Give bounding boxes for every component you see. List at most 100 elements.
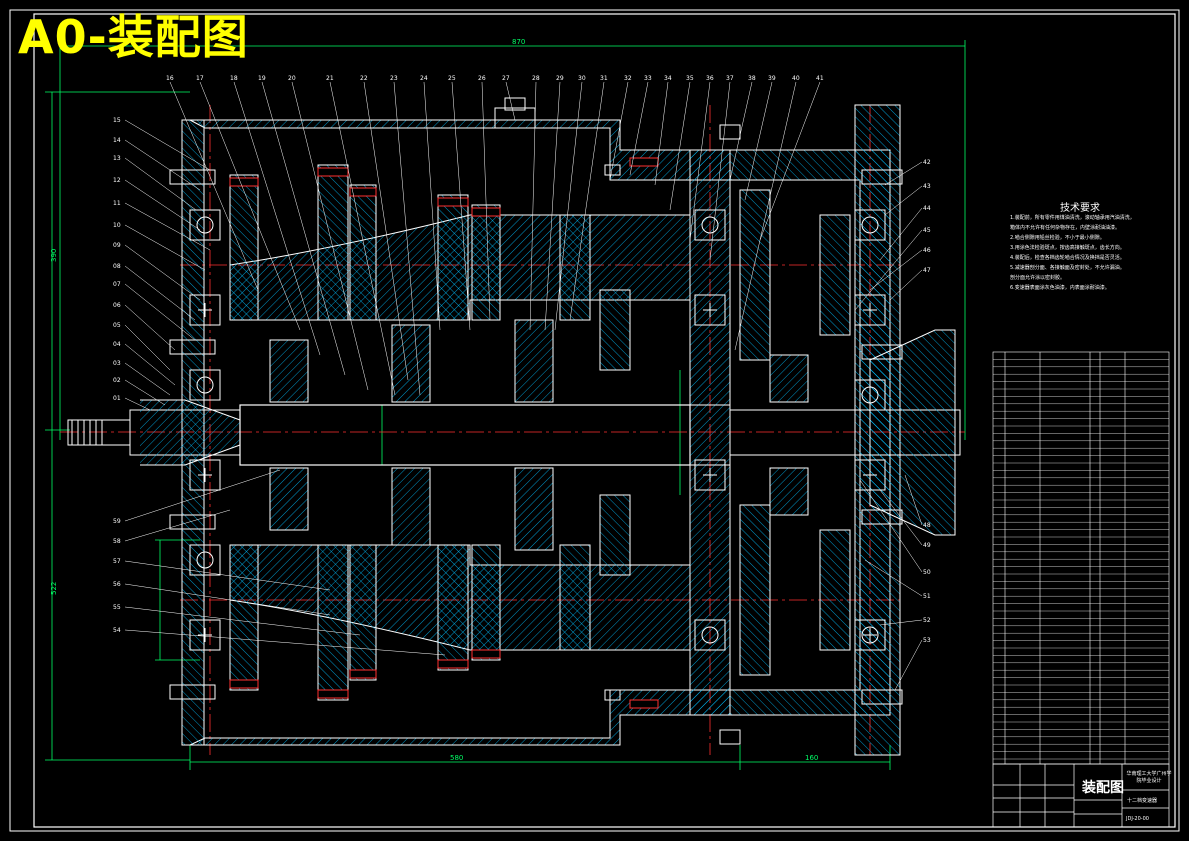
part-balloon: 45	[923, 227, 931, 234]
drawing-frame	[33, 13, 1176, 828]
requirement-item: 6.变速器表面涂灰色油漆，内表面涂耐油漆。	[1010, 285, 1110, 291]
part-balloon: 30	[578, 75, 586, 82]
dimension-lines	[45, 40, 966, 770]
part-balloon: 10	[113, 222, 121, 229]
part-balloon: 22	[360, 75, 368, 82]
part-balloon: 21	[326, 75, 334, 82]
part-balloon: 04	[113, 341, 121, 348]
top-leaders	[169, 81, 821, 396]
part-balloon: 52	[923, 617, 931, 624]
title-block	[992, 763, 1170, 828]
part-balloon: 51	[923, 593, 931, 600]
part-balloon: 46	[923, 247, 931, 254]
part-balloon: 33	[644, 75, 652, 82]
part-balloon: 09	[113, 242, 121, 249]
part-balloon: 19	[258, 75, 266, 82]
part-balloon: 06	[113, 302, 121, 309]
part-balloon: 36	[706, 75, 714, 82]
part-balloon: 31	[600, 75, 608, 82]
part-balloon: 32	[624, 75, 632, 82]
title-block-drawing-name: 装配图	[1082, 780, 1124, 796]
part-balloon: 13	[113, 155, 121, 162]
requirement-item: 箱体内不允许有任何杂物存在，内壁涂耐油油漆。	[1010, 225, 1121, 231]
part-balloon: 37	[726, 75, 734, 82]
part-balloon: 05	[113, 322, 121, 329]
part-balloon: 17	[196, 75, 204, 82]
part-balloon: 39	[768, 75, 776, 82]
drawing-title: A0-装配图	[18, 10, 249, 64]
requirement-item: 2.啮合侧隙用铅丝检验，不小于最小侧隙。	[1010, 235, 1105, 241]
dim-overall-width: 870	[512, 38, 525, 46]
right-leaders	[854, 161, 923, 691]
technical-requirements-heading: 技术要求	[1060, 203, 1100, 214]
part-balloon: 26	[478, 75, 486, 82]
dim-height-total: 522	[50, 582, 58, 595]
requirement-item: 3.用涂色法检验斑点，按齿高接触斑点，齿长方向。	[1010, 245, 1125, 251]
part-balloon: 58	[113, 538, 121, 545]
part-balloon: 03	[113, 360, 121, 367]
part-balloon: 47	[923, 267, 931, 274]
technical-requirements-list: 1.装配前，所有零件用煤油清洗，滚动轴承用汽油清洗， 箱体内不允许有任何杂物存在…	[1010, 213, 1160, 293]
synchronizers	[269, 319, 809, 551]
part-balloon: 27	[502, 75, 510, 82]
part-balloon: 48	[923, 522, 931, 529]
requirement-item: 剖分面允许涂以密封胶。	[1010, 275, 1066, 281]
part-balloon: 24	[420, 75, 428, 82]
bolts	[169, 124, 903, 745]
title-block-subtitle: 十二档变速器	[1127, 798, 1158, 804]
requirement-item: 5.减速器剖分面、各接触面及密封处，不允许漏油。	[1010, 265, 1125, 271]
parts-list-table	[992, 351, 1170, 765]
part-balloon: 08	[113, 263, 121, 270]
gearbox-housing	[181, 97, 901, 756]
balloons-right: 42 43 44 45 46 47 48 49 50 51 52 53	[923, 159, 931, 644]
part-balloon: 41	[816, 75, 824, 82]
part-balloon: 14	[113, 137, 121, 144]
part-balloon: 55	[113, 604, 121, 611]
part-balloon: 44	[923, 205, 931, 212]
part-balloon: 15	[113, 117, 121, 124]
part-balloon: 57	[113, 558, 121, 565]
outer-border	[9, 9, 1180, 832]
part-balloon: 01	[113, 395, 121, 402]
part-balloon: 42	[923, 159, 931, 166]
part-balloon: 40	[792, 75, 800, 82]
part-balloon: 59	[113, 518, 121, 525]
part-balloon: 49	[923, 542, 931, 549]
requirement-item: 1.装配前，所有零件用煤油清洗，滚动轴承用汽油清洗，	[1010, 215, 1135, 221]
dim-right-section: 160	[805, 754, 818, 762]
part-balloon: 38	[748, 75, 756, 82]
requirement-item: 4.装配后，检查各档齿轮啮合情况及换挡是否灵活。	[1010, 255, 1125, 261]
dim-height-top: 390	[50, 249, 58, 262]
range-gear	[739, 189, 851, 676]
part-balloon: 34	[664, 75, 672, 82]
part-balloon: 25	[448, 75, 456, 82]
part-balloon: 43	[923, 183, 931, 190]
part-balloon: 11	[113, 200, 121, 207]
part-balloon: 28	[532, 75, 540, 82]
part-balloon: 29	[556, 75, 564, 82]
part-balloon: 02	[113, 377, 121, 384]
title-block-school: 华南理工大学广州学院毕业设计	[1126, 771, 1172, 784]
part-balloon: 07	[113, 281, 121, 288]
title-block-code: JDJ-20-00	[1126, 816, 1149, 822]
upper-gears	[229, 164, 631, 371]
part-balloon: 18	[230, 75, 238, 82]
part-balloon: 54	[113, 627, 121, 634]
part-balloon: 23	[390, 75, 398, 82]
parts-list-rows	[993, 359, 1169, 760]
lower-gears	[229, 494, 631, 701]
part-balloon: 35	[686, 75, 694, 82]
part-balloon: 50	[923, 569, 931, 576]
main-shaft	[67, 329, 961, 536]
part-balloon: 53	[923, 637, 931, 644]
balloons-left: 15 14 13 12 11 10 09 08 07 06 05 04 03 02 01 59 58 57 56 55…	[113, 117, 121, 634]
gear-teeth	[229, 157, 659, 709]
dim-left-section: 580	[450, 754, 463, 762]
part-balloon: 16	[166, 75, 174, 82]
part-balloon: 12	[113, 177, 121, 184]
part-balloon: 56	[113, 581, 121, 588]
bearings	[189, 209, 886, 651]
left-leaders	[124, 119, 446, 656]
